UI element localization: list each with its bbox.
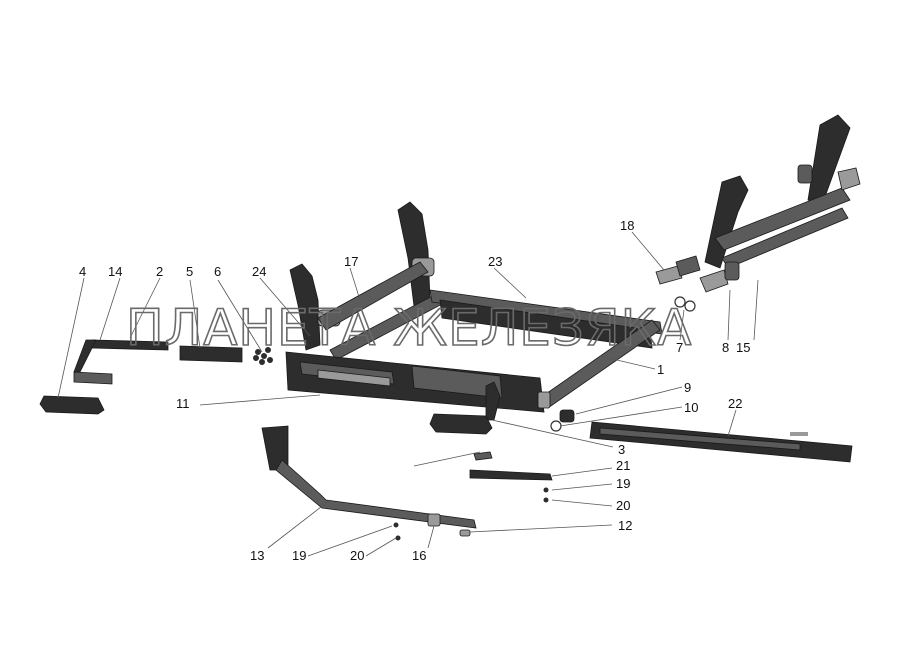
callout-10: 10 bbox=[684, 400, 698, 415]
callout-4: 4 bbox=[79, 264, 86, 279]
callout-1: 1 bbox=[657, 362, 664, 377]
callout-14: 14 bbox=[108, 264, 122, 279]
callout-11: 11 bbox=[176, 396, 190, 411]
leader-lines bbox=[57, 231, 759, 557]
washers-7 bbox=[674, 296, 696, 312]
callout-2: 2 bbox=[156, 264, 163, 279]
watermark-text: ПЛАНЕТА ЖЕЛЕЗЯКА bbox=[126, 299, 692, 357]
callout-21: 21 bbox=[616, 458, 630, 473]
bushings bbox=[550, 409, 575, 432]
callout-9: 9 bbox=[684, 380, 691, 395]
callout-20-right: 20 bbox=[616, 498, 630, 513]
pedal-pad-3 bbox=[429, 413, 493, 435]
slide-rail-22 bbox=[589, 421, 853, 463]
callout-labels: 1 2 3 4 5 6 7 8 9 10 11 12 13 14 15 16 1… bbox=[79, 218, 750, 563]
left-parts bbox=[39, 339, 243, 415]
callout-20-left: 20 bbox=[350, 548, 364, 563]
callout-18: 18 bbox=[620, 218, 634, 233]
callout-6: 6 bbox=[214, 264, 221, 279]
callout-24: 24 bbox=[252, 264, 266, 279]
callout-23: 23 bbox=[488, 254, 502, 269]
callout-7: 7 bbox=[676, 340, 683, 355]
main-frame bbox=[253, 201, 663, 421]
callout-19-left: 19 bbox=[292, 548, 306, 563]
callout-16: 16 bbox=[412, 548, 426, 563]
right-hinge-bracket bbox=[699, 114, 861, 293]
callout-8: 8 bbox=[722, 340, 729, 355]
lower-pedal-assembly bbox=[261, 425, 553, 537]
callout-19-right: 19 bbox=[616, 476, 630, 491]
callout-13: 13 bbox=[250, 548, 264, 563]
callout-17: 17 bbox=[344, 254, 358, 269]
callout-15: 15 bbox=[736, 340, 750, 355]
callout-5: 5 bbox=[186, 264, 193, 279]
small-fasteners bbox=[393, 487, 549, 541]
pin-18 bbox=[655, 255, 701, 285]
callout-3: 3 bbox=[618, 442, 625, 457]
callout-12: 12 bbox=[618, 518, 632, 533]
callout-22: 22 bbox=[728, 396, 742, 411]
